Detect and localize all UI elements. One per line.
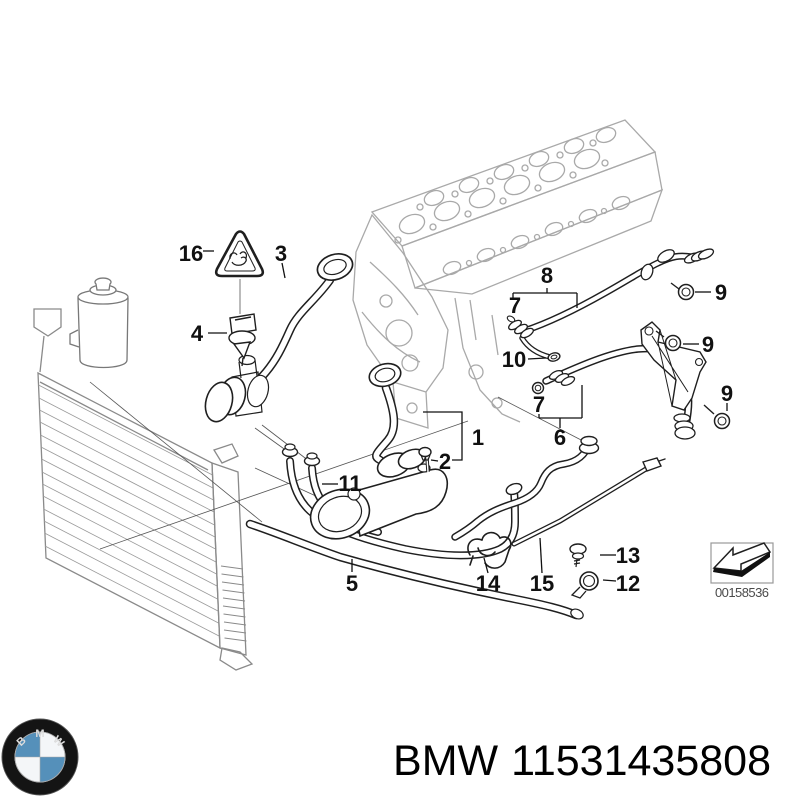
callout-9-bottom: 9	[721, 381, 733, 406]
stamp-box: 00158536	[710, 542, 774, 600]
radiator-fins	[38, 384, 220, 637]
hose-t-fitting	[204, 354, 270, 423]
bolt-2	[418, 446, 432, 473]
expansion-tank-drawing	[69, 277, 129, 369]
bolt-9-top	[670, 282, 695, 301]
hose-5	[245, 519, 584, 620]
bolt-9-middle	[655, 330, 682, 352]
pipe-8	[506, 248, 715, 360]
callout-7-bottom: 7	[533, 392, 545, 417]
bolt-9-bottom	[703, 404, 731, 430]
callout-12: 12	[616, 571, 640, 596]
callout-2: 2	[439, 449, 451, 474]
callout-4: 4	[191, 321, 204, 346]
radiator-end-tank-ribs	[220, 565, 247, 642]
pipe-clamp-12	[570, 571, 599, 599]
direction-arrow-icon	[712, 542, 772, 577]
leader-lines	[203, 250, 728, 582]
warning-triangle-icon	[214, 230, 265, 278]
hose-1	[368, 362, 402, 465]
callout-3: 3	[275, 241, 287, 266]
hose-clamp-14	[467, 531, 512, 569]
callout-14: 14	[476, 571, 501, 596]
callout-5: 5	[346, 571, 358, 596]
thermostat-housing	[309, 448, 448, 540]
part-number-value: 11531435808	[511, 737, 771, 785]
callout-labels: 16 3 4 8 7 9 10 9 7 6 9 1 2 11 5 14 15 1…	[179, 241, 733, 596]
callout-1: 1	[472, 425, 484, 450]
callout-16: 16	[179, 241, 203, 266]
construction-lines	[89, 279, 586, 550]
callout-11: 11	[338, 471, 361, 496]
temperature-sensor-4	[228, 313, 257, 367]
callout-10: 10	[502, 347, 526, 372]
logo-letter-m: M	[35, 728, 44, 740]
stamp-number: 00158536	[715, 585, 769, 600]
pipe-bracket	[640, 321, 707, 411]
engine-drawing	[352, 119, 664, 429]
radiator-drawing	[33, 308, 254, 671]
callout-8: 8	[541, 263, 553, 288]
heater-hose	[451, 435, 600, 541]
brand-text: BMW	[393, 737, 499, 785]
callout-15: 15	[530, 571, 554, 596]
callout-9-top: 9	[715, 280, 727, 305]
screw-13	[569, 543, 587, 568]
bmw-logo: B M W	[1, 718, 79, 796]
callout-7-top: 7	[509, 293, 521, 318]
callout-6: 6	[554, 425, 566, 450]
o-ring-10	[547, 352, 561, 362]
callout-13: 13	[616, 543, 640, 568]
stay-rod-15	[511, 457, 666, 547]
callout-9-middle: 9	[702, 332, 714, 357]
o-ring-7	[531, 381, 545, 395]
